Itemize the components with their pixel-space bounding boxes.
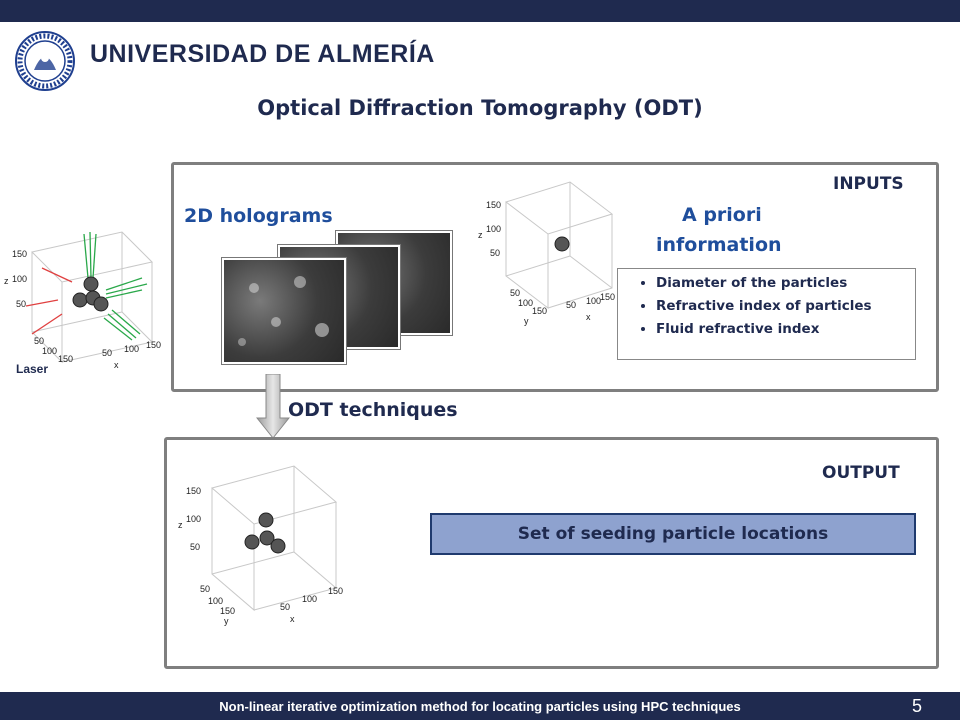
z-axis-label: z — [178, 520, 183, 530]
page-number: 5 — [911, 696, 922, 716]
x-axis-label: x — [586, 312, 591, 322]
y-axis-label: y — [524, 316, 529, 326]
top-bar — [0, 0, 960, 22]
apriori-particle-plot: 150 100 50 z 50 100 150 y 50 100 150 x — [478, 181, 615, 326]
hologram-image-front — [222, 258, 346, 364]
particle-marker — [554, 236, 570, 252]
z-tick: 100 — [12, 274, 27, 284]
x-tick: 150 — [146, 340, 161, 350]
x-tick: 150 — [328, 586, 343, 596]
z-tick: 50 — [16, 299, 26, 309]
laser-scene-plot: 150 100 50 z 50 100 150 50 100 150 x — [4, 231, 161, 370]
x-tick: 100 — [124, 344, 139, 354]
y-axis-label: y — [224, 616, 229, 626]
inputs-label: INPUTS — [833, 174, 904, 194]
x-tick: 100 — [586, 296, 601, 306]
apriori-label-line1: A priori — [682, 204, 762, 226]
x-axis-label: x — [114, 360, 119, 370]
apriori-item: Refractive index of particles — [656, 298, 915, 314]
z-axis-label: z — [4, 276, 9, 286]
apriori-item: Fluid refractive index — [656, 321, 915, 337]
y-tick: 100 — [518, 298, 533, 308]
x-tick: 100 — [302, 594, 317, 604]
z-tick: 100 — [186, 514, 201, 524]
x-tick: 150 — [600, 292, 615, 302]
y-tick: 150 — [58, 354, 73, 364]
z-axis-label: z — [478, 230, 483, 240]
output-label: OUTPUT — [822, 463, 900, 483]
x-axis-label: x — [290, 614, 295, 624]
output-particle-plot: 150 100 50 z 50 100 150 y 50 100 150 x — [178, 465, 343, 626]
z-tick: 50 — [190, 542, 200, 552]
y-tick: 100 — [42, 346, 57, 356]
laser-label: Laser — [16, 362, 49, 376]
apriori-item: Diameter of the particles — [656, 275, 915, 291]
holograms-label: 2D holograms — [184, 205, 333, 227]
laser-beams — [25, 267, 73, 335]
down-arrow-icon — [256, 374, 290, 439]
y-tick: 50 — [200, 584, 210, 594]
x-tick: 50 — [280, 602, 290, 612]
university-seal-logo — [15, 31, 75, 91]
bottom-bar — [0, 692, 960, 720]
y-tick: 50 — [510, 288, 520, 298]
y-tick: 100 — [208, 596, 223, 606]
z-tick: 150 — [186, 486, 201, 496]
result-box: Set of seeding particle locations — [430, 513, 916, 555]
x-tick: 50 — [566, 300, 576, 310]
particle-cluster — [72, 276, 109, 312]
z-tick: 150 — [486, 200, 501, 210]
page-title: Optical Diffraction Tomography (ODT) — [257, 96, 703, 120]
z-tick: 150 — [12, 249, 27, 259]
apriori-label-line2: information — [656, 234, 782, 256]
y-tick: 150 — [220, 606, 235, 616]
apriori-info-box: Diameter of the particles Refractive ind… — [617, 268, 916, 360]
odt-techniques-label: ODT techniques — [288, 399, 458, 421]
particle-cluster — [244, 512, 286, 554]
university-name: UNIVERSIDAD DE ALMERÍA — [90, 40, 435, 68]
x-tick: 50 — [102, 348, 112, 358]
footer-text: Non-linear iterative optimization method… — [219, 699, 741, 714]
y-tick: 150 — [532, 306, 547, 316]
z-tick: 100 — [486, 224, 501, 234]
y-tick: 50 — [34, 336, 44, 346]
z-tick: 50 — [490, 248, 500, 258]
green-beams — [83, 231, 148, 341]
